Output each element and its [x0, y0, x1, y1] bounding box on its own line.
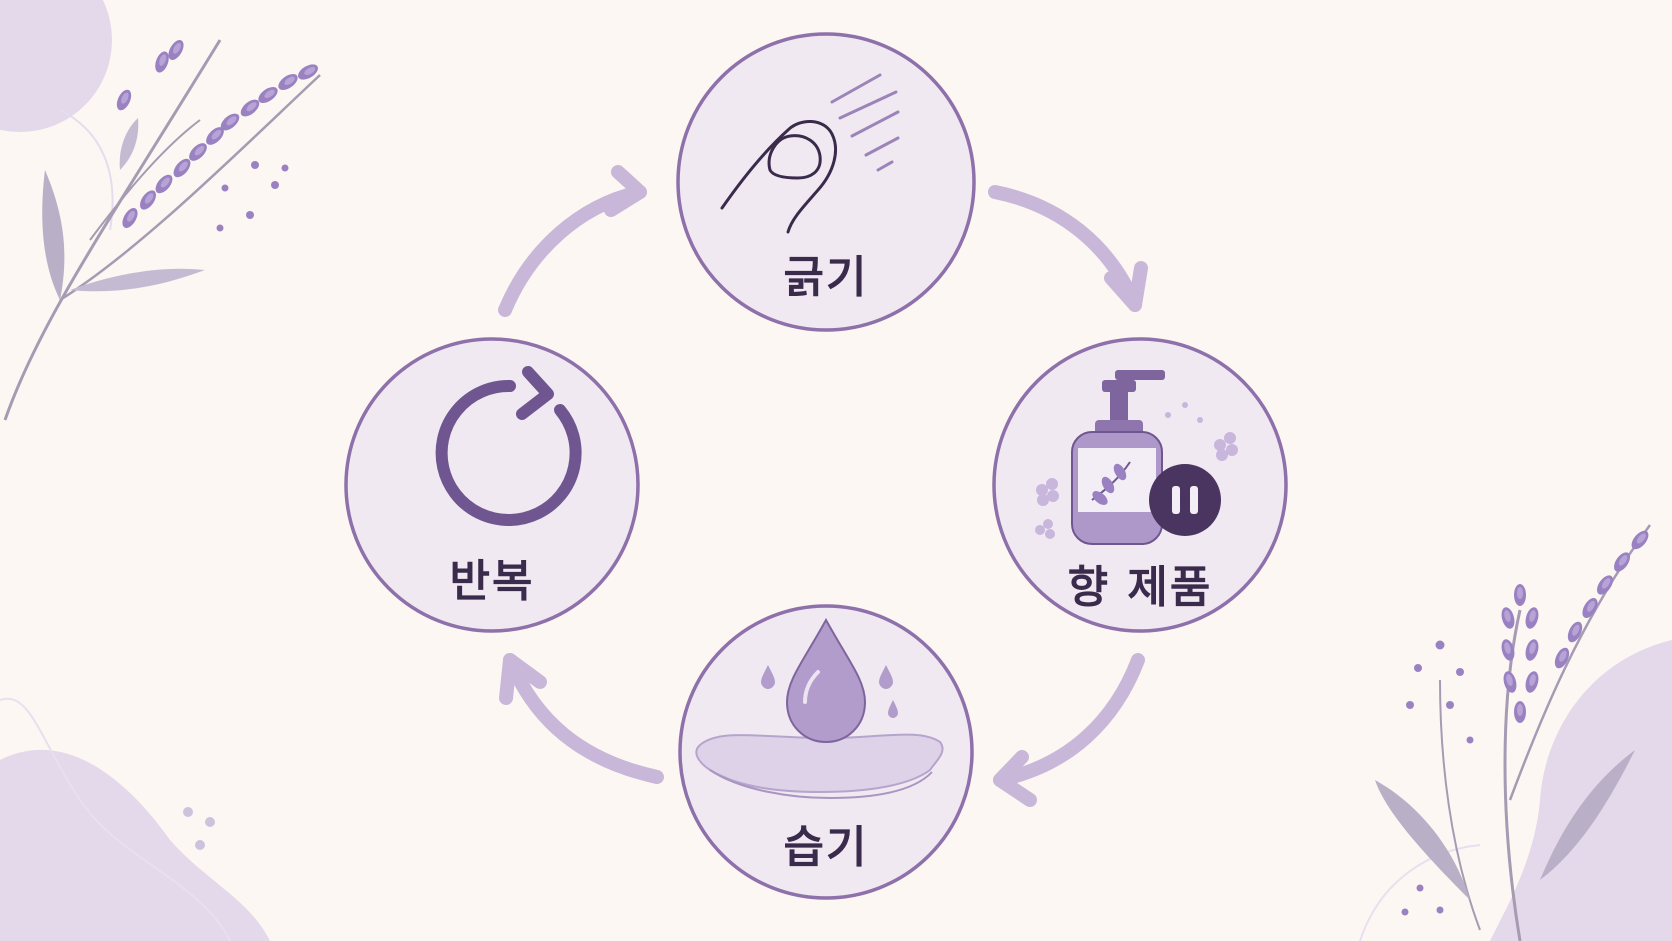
fragrance-bottle-icon [1035, 370, 1238, 545]
step-label-moisture: 습기 [783, 822, 869, 873]
repeat-cycle-icon [435, 366, 582, 526]
corner-blob-bottom-left [0, 749, 270, 941]
arrow-scratch-to-fragrance [988, 185, 1148, 312]
corner-blob-bottom-right [1490, 640, 1672, 941]
arrow-moisture-to-repeat [499, 653, 664, 784]
step-label-fragrance: 향 제품 [1067, 562, 1213, 613]
decorative-dots [183, 807, 215, 850]
cycle-arrows [498, 165, 1148, 807]
step-label-repeat: 반복 [449, 556, 535, 607]
step-label-scratch: 긁기 [783, 252, 869, 303]
arrow-fragrance-to-moisture [993, 653, 1145, 807]
lavender-sprig-bottom-right-icon [1375, 524, 1652, 941]
corner-blob-top-left [0, 0, 112, 132]
lavender-sprig-top-left-icon [3, 37, 321, 421]
arrow-repeat-to-scratch [498, 165, 647, 317]
scratching-finger-icon [720, 73, 900, 234]
moisture-drop-icon [695, 617, 944, 800]
